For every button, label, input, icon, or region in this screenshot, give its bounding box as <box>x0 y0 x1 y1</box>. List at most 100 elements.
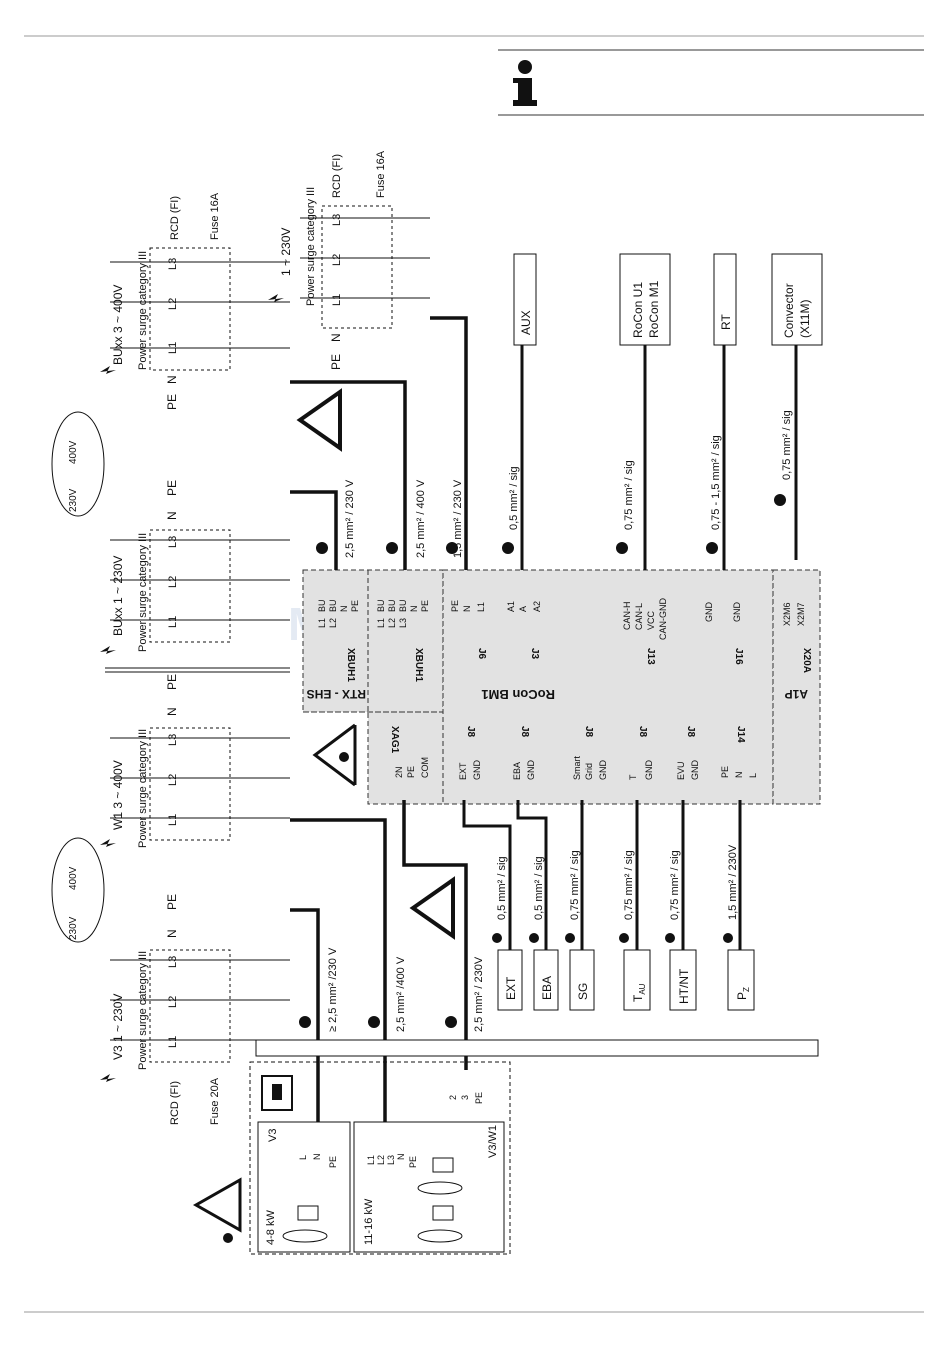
conn-j8-ext: J8 <box>465 726 476 738</box>
manual-icon <box>261 1075 293 1111</box>
svg-text:L: L <box>298 1155 308 1160</box>
label-l3: L3 <box>331 214 343 226</box>
label-n: N <box>329 333 343 342</box>
conn-j3: J3 <box>529 648 540 660</box>
svg-text:RoCon BM1: RoCon BM1 <box>481 687 555 702</box>
svg-text:PE: PE <box>328 1156 338 1168</box>
pin: A2 <box>532 601 542 612</box>
conn-j8-eba: J8 <box>519 726 530 738</box>
label-buxx3-supply: BUxx 3 ~ 400V <box>111 285 125 365</box>
fan-icon <box>282 1157 463 1243</box>
label-11-16kw: 11-16 kW <box>363 1198 375 1245</box>
signal-cables <box>462 345 798 950</box>
pin: N <box>462 606 472 613</box>
label-n: N <box>165 929 179 938</box>
pin: CAN-H <box>622 602 632 631</box>
svg-text:L1: L1 <box>366 1155 376 1165</box>
cable-label: 2,5 mm² / 400 V <box>415 479 427 558</box>
label-n: N <box>165 375 179 384</box>
pin: PE <box>450 600 460 612</box>
cable-label: 0,75 mm² / sig <box>623 850 635 920</box>
conn-j16: J16 <box>733 648 744 665</box>
label-l1: L1 <box>167 814 179 826</box>
targets-bottom: EXT EBA SG TAU HT/NT PZ <box>497 949 755 1011</box>
label-v3: V3 <box>267 1129 279 1142</box>
cable-label: 2,5 mm² / 230V <box>473 956 485 1032</box>
label-rtx: RTX - EHS <box>307 687 366 701</box>
cable-label: 2,5 mm² /400 V <box>395 956 407 1032</box>
target-tau: TAU <box>631 983 647 1002</box>
pin: L2 <box>387 618 397 628</box>
label-fuse: Fuse 16A <box>209 192 221 240</box>
rcd-fuse-blocks <box>149 205 393 1063</box>
pin: EXT <box>458 762 468 780</box>
target-rocon-m1: RoCon M1 <box>647 280 661 338</box>
target-convector: Convector <box>782 283 796 338</box>
label-rcd: RCD (FI) <box>169 1081 181 1125</box>
target-rt: RT <box>719 314 733 330</box>
pin: 2N <box>394 766 404 778</box>
temperature-icon <box>296 388 455 940</box>
pin: L1 <box>476 602 486 612</box>
pin: BU <box>387 599 397 612</box>
label-l1: L1 <box>167 342 179 354</box>
pin: GND <box>526 760 536 781</box>
pin: CAN-GND <box>658 598 668 640</box>
info-box <box>498 49 924 116</box>
cable-section-icon <box>299 494 786 1028</box>
conn-j14: J14 <box>735 726 746 743</box>
pin: GND <box>690 760 700 781</box>
label-l2: L2 <box>167 774 179 786</box>
cable-label: 0,75 mm² / sig <box>569 850 581 920</box>
pin: T <box>628 774 638 780</box>
pin: PE <box>350 600 360 612</box>
cable-label: 0,75 mm² / sig <box>781 410 793 480</box>
conn-j8-evu: J8 <box>685 726 696 738</box>
cable-label: 0,5 mm² / sig <box>508 466 520 530</box>
label-l2: L2 <box>167 996 179 1008</box>
cable-label: 2,5 mm² / 230 V <box>344 479 356 558</box>
outdoor-units: V3 V3/W1 4-8 kW 11-16 kW L N PE L1 L2 L3… <box>249 1061 511 1255</box>
label-w1-supply: W1 3 ~ 400V <box>111 760 125 830</box>
conn-xag1: XAG1 <box>389 726 400 754</box>
svg-text:230V: 230V <box>68 488 79 512</box>
svg-text:400V: 400V <box>68 866 79 890</box>
pin: BU <box>328 599 338 612</box>
pin: BU <box>398 599 408 612</box>
label-rocon-bm1: RoCon BM1 <box>481 687 555 702</box>
pin: A <box>518 606 528 612</box>
targets-right: AUX RoCon U1 RoCon M1 RT Convector (X11M… <box>513 253 823 346</box>
label-l2: L2 <box>167 298 179 310</box>
svg-text:N: N <box>312 1154 322 1161</box>
pin: L1 <box>376 618 386 628</box>
label-rcd: RCD (FI) <box>169 196 181 240</box>
cable-label: 0,5 mm² / sig <box>533 856 545 920</box>
pin: CAN-L <box>634 603 644 630</box>
label-v3-supply: V3 1 ~ 230V <box>111 994 125 1060</box>
label-l3: L3 <box>167 956 179 968</box>
cable-label: ≥ 2,5 mm² /230 V <box>327 947 339 1032</box>
conn-j6: J6 <box>476 648 487 660</box>
conn-j8-sg: J8 <box>583 726 594 738</box>
pin: N <box>339 606 349 613</box>
pin: A1 <box>506 601 516 612</box>
label-l3: L3 <box>167 258 179 270</box>
svg-text:PE: PE <box>474 1092 484 1104</box>
label-l1: L1 <box>167 1036 179 1048</box>
target-rocon-u1: RoCon U1 <box>631 282 645 338</box>
pin: VCC <box>646 610 656 630</box>
label-pe: PE <box>165 674 179 690</box>
label-fuse: Fuse 20A <box>209 1077 221 1125</box>
svg-text:3: 3 <box>460 1095 470 1100</box>
conn-j8-tau: J8 <box>637 726 648 738</box>
pin: GND <box>644 760 654 781</box>
info-icon <box>513 60 537 106</box>
pin: BU <box>376 599 386 612</box>
pin: EBA <box>512 762 522 780</box>
conn-xbuh1-b: XBUH1 <box>413 648 424 682</box>
pin: L1 <box>317 618 327 628</box>
label-buxx1-supply: BUxx 1 ~ 230V <box>111 556 125 636</box>
pin: N <box>409 606 419 613</box>
pin: Smart <box>572 755 582 780</box>
